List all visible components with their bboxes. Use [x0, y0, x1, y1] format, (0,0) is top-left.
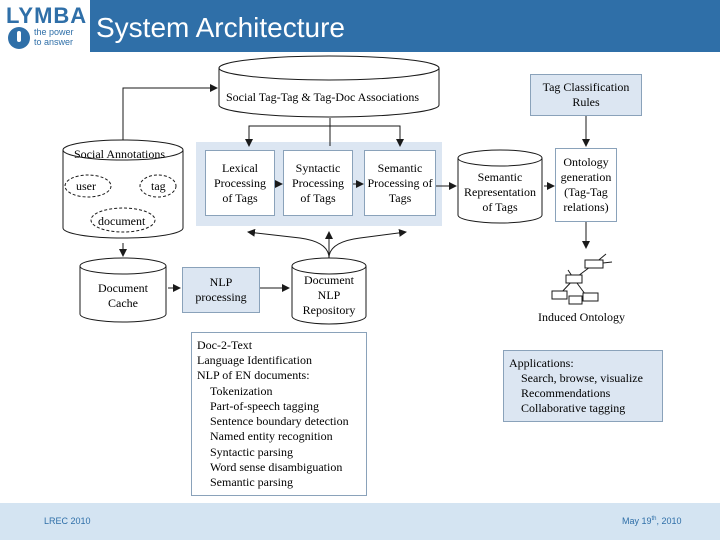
document-cache-label: Document Cache [98, 281, 148, 310]
syntactic-processing-box: Syntactic Processing of Tags [283, 150, 353, 216]
social-annotations-title: Social Annotations [74, 147, 165, 161]
tag-classification-rules-box: Tag Classification Rules [530, 74, 642, 116]
nlp-steps-panel [191, 332, 367, 496]
nlp-step-semantic-parsing: Semantic parsing [210, 475, 293, 489]
footer-conference: LREC 2010 [44, 516, 91, 526]
ontology-generation-box: Ontology generation (Tag-Tag relations) [555, 148, 617, 222]
semantic-representation-label: Semantic Representation of Tags [464, 169, 536, 214]
semantic-representation-box: Semantic Representation of Tags [459, 166, 541, 218]
nlp-step-en-documents: NLP of EN documents: [197, 368, 310, 382]
semantic-representation-cylinder [457, 149, 543, 224]
syntactic-processing-label: Syntactic Processing of Tags [292, 160, 344, 205]
nlp-step-language-id: Language Identification [197, 353, 312, 367]
footer-date-main: May 19 [622, 516, 652, 526]
nlp-step-tokenization: Tokenization [210, 384, 273, 398]
semantic-processing-box: Semantic Processing of Tags [364, 150, 436, 216]
associations-cylinder [218, 55, 440, 118]
nlp-step-sentence-boundary: Sentence boundary detection [210, 414, 349, 428]
application-search: Search, browse, visualize [521, 371, 643, 385]
social-annotations-cylinder [62, 139, 184, 239]
nlp-repository-label: Document NLP Repository [302, 272, 356, 317]
nlp-step-doc2text: Doc-2-Text [197, 338, 253, 352]
nlp-processing-label: NLP processing [195, 275, 247, 304]
semantic-processing-label: Semantic Processing of Tags [367, 160, 433, 205]
applications-title: Applications: [509, 356, 574, 370]
footer-date-sup: th [651, 516, 657, 522]
document-cache-cylinder [79, 257, 167, 323]
logo-wordmark: LYMBA [6, 3, 88, 28]
applications-panel [503, 350, 663, 422]
slide-title: System Architecture [96, 12, 345, 43]
lexical-processing-label: Lexical Processing of Tags [214, 160, 266, 205]
nlp-step-wsd: Word sense disambiguation [210, 460, 343, 474]
lexical-processing-box: Lexical Processing of Tags [205, 150, 275, 216]
header-bar [0, 0, 720, 52]
footer-date: May 19th, 2010 [622, 516, 682, 526]
document-label: document [98, 214, 146, 228]
nlp-step-syntactic-parsing: Syntactic parsing [210, 445, 293, 459]
associations-label: Social Tag-Tag & Tag-Doc Associations [226, 90, 420, 104]
nlp-repository-cylinder [291, 257, 367, 325]
nlp-processing-box: NLP processing [182, 267, 260, 313]
logo-tagline-2: to answer [34, 37, 74, 47]
document-cache-box: Document Cache [82, 278, 164, 314]
tag-label: tag [151, 179, 166, 193]
nlp-step-pos-tagging: Part-of-speech tagging [210, 399, 319, 413]
application-collaborative-tagging: Collaborative tagging [521, 401, 626, 415]
application-recommendations: Recommendations [521, 386, 611, 400]
nlp-repository-box: Document NLP Repository [293, 272, 365, 318]
ontology-graph-icon [551, 253, 613, 305]
logo-tagline-1: the power [34, 27, 74, 37]
lymba-logo: LYMBA the power to answer [0, 0, 90, 52]
user-label: user [76, 179, 96, 193]
footer-bar [0, 503, 720, 540]
nlp-step-ner: Named entity recognition [210, 429, 333, 443]
ontology-generation-label: Ontology generation (Tag-Tag relations) [560, 155, 612, 214]
tag-classification-rules-label: Tag Classification Rules [542, 80, 630, 109]
power-icon [8, 27, 30, 49]
induced-ontology-label: Induced Ontology [538, 310, 625, 324]
footer-date-year: , 2010 [656, 516, 682, 526]
